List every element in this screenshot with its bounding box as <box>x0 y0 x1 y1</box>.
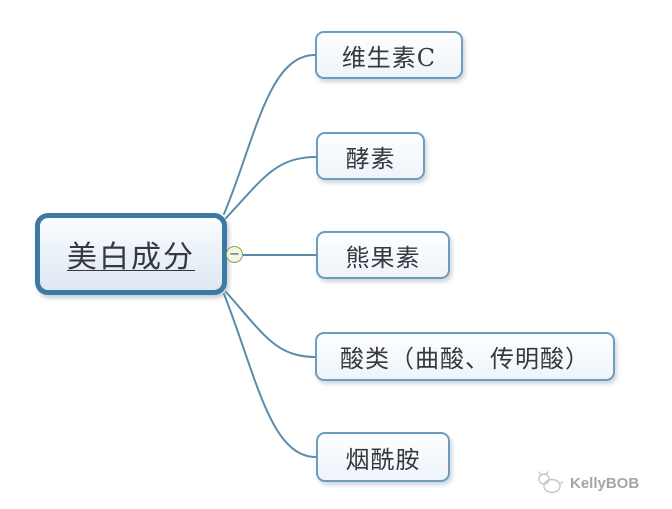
watermark-text: KellyBOB <box>570 474 640 492</box>
branch-label: 酵素 <box>345 144 396 173</box>
branch-label: 酸类（曲酸、传明酸） <box>340 345 590 373</box>
central-topic-label: 美白成分 <box>67 240 195 275</box>
branch-node-vitamin-c[interactable]: 维生素C <box>315 31 463 79</box>
mascot-doodle-icon <box>538 471 564 494</box>
watermark: KellyBOB <box>536 465 666 501</box>
connector-niacinamide <box>223 293 317 458</box>
branch-label: 熊果素 <box>345 243 421 272</box>
central-topic-node[interactable]: 美白成分 <box>35 213 227 295</box>
branch-label: 维生素C <box>341 43 437 72</box>
branch-label: 烟酰胺 <box>345 445 421 474</box>
connector-vitamin-c <box>223 54 316 215</box>
connector-enzyme <box>225 156 317 219</box>
collapse-toggle-button[interactable]: − <box>226 246 243 263</box>
branch-node-niacinamide[interactable]: 烟酰胺 <box>316 432 450 482</box>
branch-node-arbutin[interactable]: 熊果素 <box>316 231 450 279</box>
branch-node-acids[interactable]: 酸类（曲酸、传明酸） <box>315 332 615 381</box>
connector-acids <box>225 291 316 358</box>
minus-icon: − <box>229 246 240 262</box>
branch-node-enzyme[interactable]: 酵素 <box>316 132 425 180</box>
